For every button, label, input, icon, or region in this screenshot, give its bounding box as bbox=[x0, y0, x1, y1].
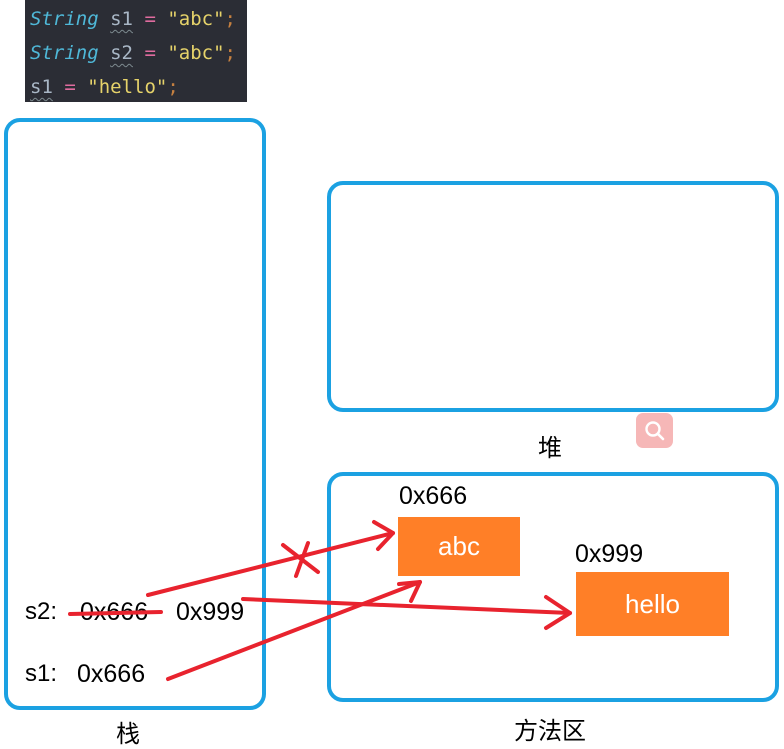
hello-address-label: 0x999 bbox=[575, 540, 644, 568]
code-line-2: String s2 = "abc"; bbox=[30, 42, 236, 64]
s2-reference-cross-mark-a bbox=[281, 543, 320, 574]
abc-string-object: abc bbox=[398, 517, 520, 576]
abc-address-label: 0x666 bbox=[399, 482, 468, 510]
code-snippet: String s1 = "abc"; String s2 = "abc"; s1… bbox=[25, 0, 247, 102]
abc-string-text: abc bbox=[438, 531, 480, 561]
s2-reference-cross-mark-b bbox=[294, 541, 310, 578]
heap-area-label: 堆 bbox=[538, 434, 562, 462]
s2-new-address: 0x999 bbox=[176, 598, 245, 626]
stack-area-label: 栈 bbox=[116, 720, 140, 748]
hello-string-text: hello bbox=[625, 588, 680, 619]
search-icon bbox=[644, 420, 664, 440]
hello-string-object: hello bbox=[576, 572, 729, 636]
s1-variable-label: s1: bbox=[25, 660, 58, 687]
heap-area-box bbox=[327, 181, 779, 412]
stack-area-box bbox=[4, 118, 266, 710]
s1-address: 0x666 bbox=[77, 660, 146, 688]
s2-old-address: 0x666 bbox=[80, 598, 149, 626]
code-line-1: String s1 = "abc"; bbox=[30, 8, 236, 30]
code-line-3: s1 = "hello"; bbox=[30, 76, 179, 98]
method-area-label: 方法区 bbox=[514, 717, 586, 745]
s2-variable-label: s2: bbox=[25, 598, 58, 625]
search-button[interactable] bbox=[636, 413, 673, 448]
